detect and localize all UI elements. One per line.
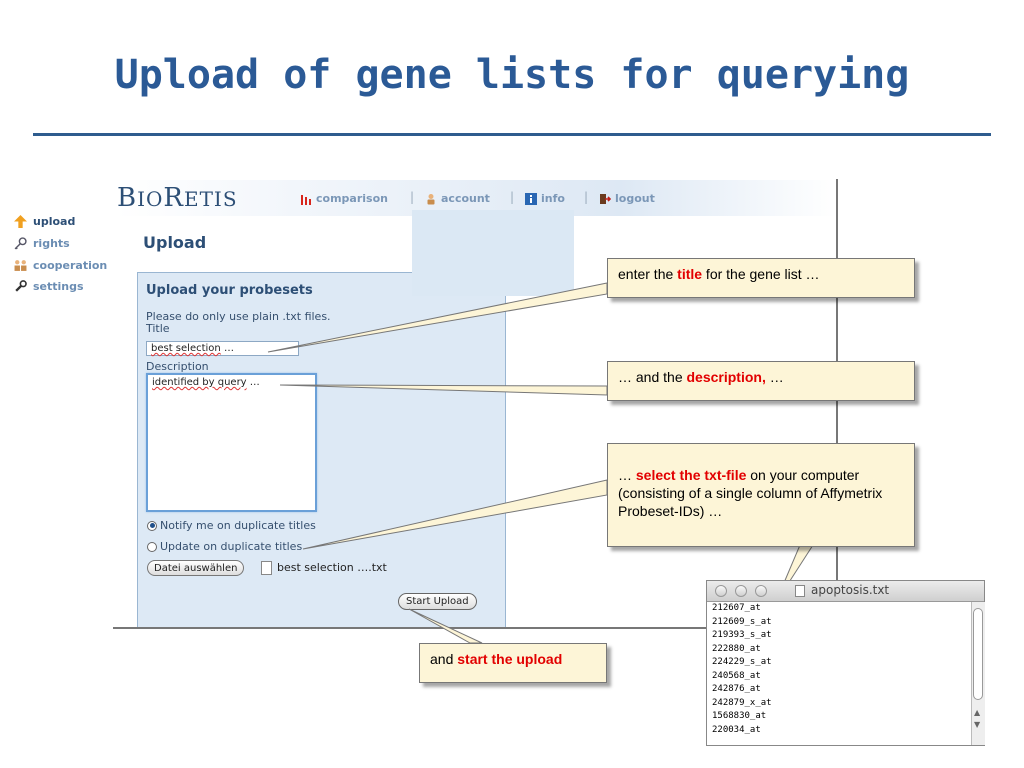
probeset-line: 224229_s_at [712, 657, 772, 667]
key-icon [14, 237, 27, 250]
file-type-hint: Please do only use plain .txt files. [146, 310, 331, 323]
nav-account[interactable]: account [425, 192, 490, 205]
radio-update-duplicates[interactable]: Update on duplicate titles [147, 540, 302, 553]
leader-upload [408, 608, 483, 644]
bioretis-logo[interactable]: BIORETIS [117, 183, 238, 213]
scroll-down-arrow-icon[interactable]: ▼ [974, 720, 981, 729]
menu-item-settings[interactable]: settings [14, 280, 84, 293]
info-icon [525, 192, 537, 205]
choose-file-button[interactable]: Datei auswählen [147, 560, 245, 576]
user-icon [427, 193, 435, 204]
document-icon [261, 561, 272, 575]
radio-button[interactable] [147, 541, 157, 552]
leader-description [279, 384, 608, 396]
menu-item-rights[interactable]: rights [14, 237, 70, 250]
page-heading: Upload [143, 233, 207, 252]
probeset-line: 1568830_at [712, 711, 767, 721]
group-icon [14, 260, 27, 271]
slide-title: Upload of gene lists for querying [114, 52, 910, 98]
title-label: Title [146, 322, 170, 335]
title-input[interactable]: best selection … [146, 341, 299, 356]
menu-item-cooperation[interactable]: cooperation [14, 259, 107, 272]
probeset-line: 220034_at [712, 724, 761, 735]
screenshot-frame-bottom [113, 627, 709, 629]
probeset-line: 240568_at [712, 670, 761, 681]
description-label: Description [146, 360, 209, 373]
window-title: apoptosis.txt [811, 583, 890, 597]
close-window-icon[interactable] [715, 585, 727, 597]
radio-notify-duplicates[interactable]: Notify me on duplicate titles [147, 519, 316, 532]
menu-item-upload[interactable]: upload [14, 215, 75, 228]
nav-comparison[interactable]: comparison [300, 192, 388, 205]
selected-file-name: best selection ….txt [277, 561, 387, 574]
leader-file [302, 479, 608, 550]
file-contents[interactable]: 212607_at 212609_s_at 219393_s_at 222880… [712, 602, 772, 737]
vertical-scrollbar[interactable]: ▲ ▼ [971, 602, 985, 745]
zoom-window-icon[interactable] [755, 585, 767, 597]
panel-title: Upload your probesets [146, 283, 313, 298]
callout-upload: and start the upload [419, 643, 607, 683]
probeset-line: 242879_x_at [712, 697, 772, 708]
wrench-icon [15, 280, 27, 292]
callout-file: … select the txt-file on your computer (… [607, 443, 915, 547]
upload-arrow-icon [14, 215, 27, 228]
screenshot-frame-right [836, 179, 838, 634]
bar-chart-icon [301, 194, 311, 205]
probeset-line: 219393_s_at [712, 630, 772, 640]
scroll-up-arrow-icon[interactable]: ▲ [974, 708, 981, 717]
account-dropdown-menu [412, 210, 574, 296]
title-divider [33, 133, 991, 136]
callout-description: … and the description, … [607, 361, 915, 401]
nav-separator: | [584, 190, 589, 204]
textedit-window: apoptosis.txt 212607_at 212609_s_at 2193… [706, 580, 985, 746]
document-proxy-icon [795, 585, 805, 597]
minimize-window-icon[interactable] [735, 585, 747, 597]
radio-button-selected[interactable] [147, 520, 157, 531]
nav-info[interactable]: info [525, 192, 565, 205]
probeset-line: 222880_at [712, 643, 761, 654]
callout-title: enter the title for the gene list … [607, 258, 915, 298]
nav-separator: | [410, 190, 415, 204]
scrollbar-thumb[interactable] [973, 608, 983, 700]
logout-door-icon [600, 193, 611, 204]
leader-title [267, 282, 608, 353]
nav-logout[interactable]: logout [599, 192, 655, 205]
probeset-line: 212607_at [712, 603, 761, 613]
probeset-line: 212609_s_at [712, 616, 772, 627]
window-titlebar[interactable]: apoptosis.txt [707, 581, 984, 602]
nav-separator: | [510, 190, 515, 204]
description-textarea[interactable]: identified by query … [146, 373, 317, 512]
probeset-line: 242876_at [712, 684, 761, 694]
start-upload-button[interactable]: Start Upload [398, 593, 477, 610]
